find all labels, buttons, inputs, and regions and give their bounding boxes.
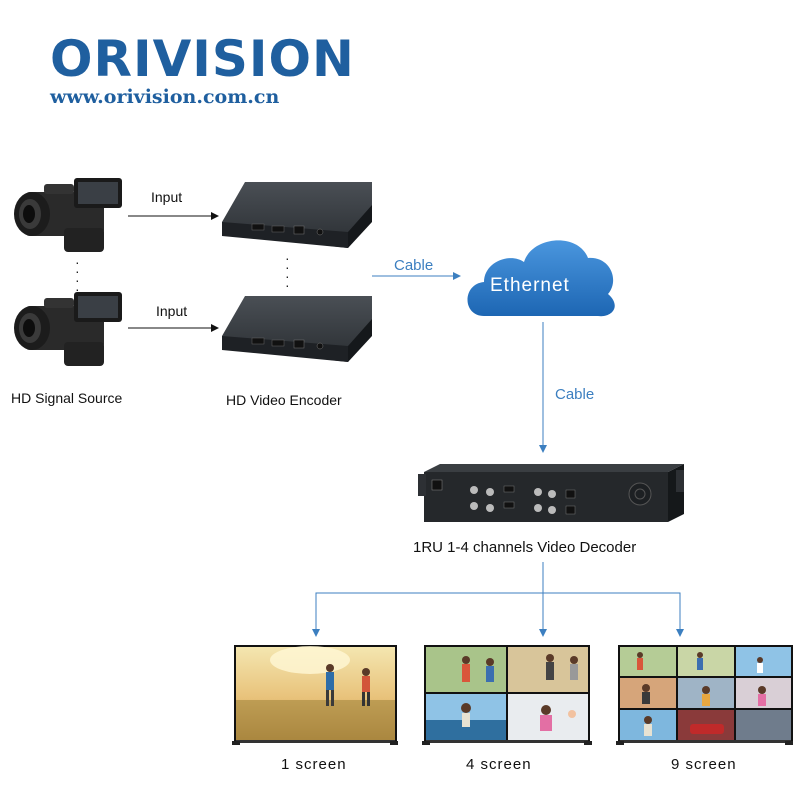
cable-label-right: Cable xyxy=(394,257,434,274)
screen-1-label: 1 screen xyxy=(281,756,347,773)
brand-url: www.orivision.com.cn xyxy=(50,86,280,108)
video-camera-icon xyxy=(14,178,122,252)
screen-4-label: 4 screen xyxy=(466,756,532,773)
tv-monitor-icon xyxy=(232,645,398,745)
tv-monitor-icon xyxy=(422,645,592,745)
encoder-box-icon xyxy=(222,182,372,248)
ellipsis-dots: ···· xyxy=(285,250,290,293)
ellipsis-dots: ···· xyxy=(75,254,80,297)
cloud-icon xyxy=(467,240,615,317)
decoder-label: 1RU 1-4 channels Video Decoder xyxy=(413,539,637,556)
distribution-arrows xyxy=(312,562,684,637)
brand-logo: ORIVISION xyxy=(50,30,355,88)
input-label-bottom: Input xyxy=(156,303,188,319)
tv-monitor-icon xyxy=(616,645,793,745)
screen-9-label: 9 screen xyxy=(671,756,737,773)
rack-decoder-icon xyxy=(418,464,684,522)
hd-signal-source-label: HD Signal Source xyxy=(11,390,123,406)
hd-video-encoder-label: HD Video Encoder xyxy=(226,392,342,408)
ethernet-label: Ethernet xyxy=(490,275,570,296)
input-label-top: Input xyxy=(151,189,183,205)
encoder-box-icon xyxy=(222,296,372,362)
cable-label-down: Cable xyxy=(555,386,595,403)
video-camera-icon xyxy=(14,292,122,366)
